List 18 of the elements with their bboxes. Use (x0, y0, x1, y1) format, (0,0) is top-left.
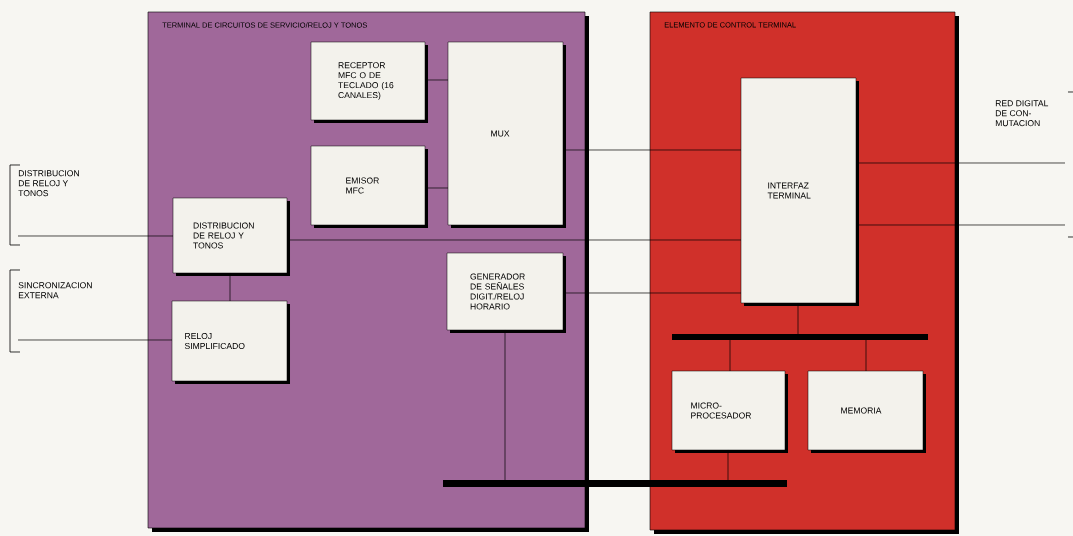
side-label: DISTRIBUCION DE RELOJ Y TONOS (18, 170, 79, 197)
block-box: DISTRIBUCION DE RELOJ Y TONOS (172, 197, 290, 276)
block-box: EMISOR MFC (310, 145, 428, 228)
bus-bar (443, 480, 787, 487)
block-box: MUX (447, 41, 566, 228)
block-box: INTERFAZ TERMINAL (740, 77, 859, 306)
block-box: RECEPTOR MFC O DE TECLADO (16 CANALES) (310, 41, 428, 123)
side-label: RED DIGITAL DE CON- MUTACION (995, 100, 1049, 127)
connector-line (865, 339, 867, 372)
block-box: RELOJ SIMPLIFICADO (171, 300, 290, 384)
bus-bar (672, 334, 928, 340)
side-label: SINCRONIZACION EXTERNA (18, 282, 92, 299)
connector-line (17, 339, 173, 341)
connector-line (17, 235, 174, 237)
connector-line (729, 339, 731, 372)
block-box: MEMORIA (807, 370, 926, 453)
block-box: GENERADOR DE SEÑALES DIGIT./RELOJ HORARIO (446, 252, 566, 333)
block-box: MICRO- PROCESADOR (671, 370, 788, 453)
